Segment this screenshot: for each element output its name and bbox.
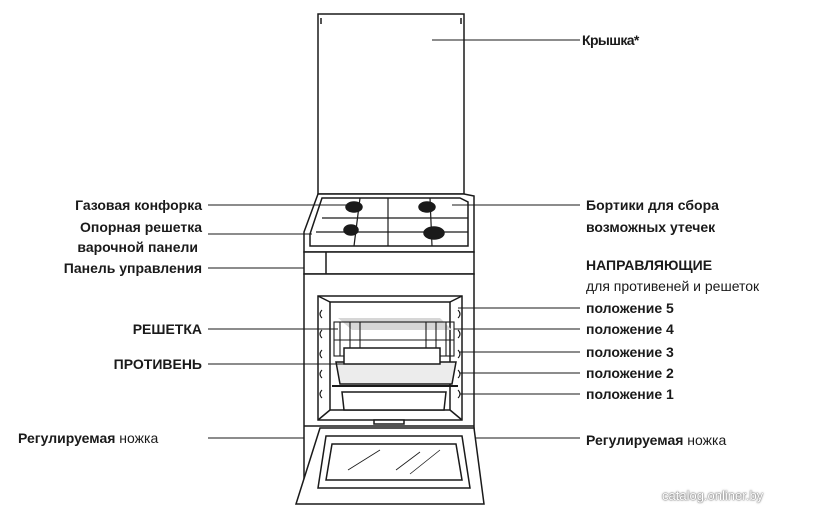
label-tray: ПРОТИВЕНЬ — [113, 356, 202, 372]
label-pos2: положение 2 — [586, 365, 674, 381]
control-panel — [303, 251, 475, 275]
burners — [343, 201, 445, 240]
label-foot-right-normal: ножка — [687, 432, 727, 448]
label-foot-right: Регулируемая ножка — [586, 431, 726, 449]
leader-lines — [208, 39, 580, 439]
hob-frame — [303, 193, 475, 253]
oven-guides — [319, 309, 461, 399]
label-pos1: положение 1 — [586, 386, 674, 402]
label-rack: РЕШЕТКА — [132, 321, 202, 337]
label-foot-left-bold: Регулируемая — [18, 430, 116, 446]
label-pos5: положение 5 — [586, 300, 674, 316]
label-foot-left: Регулируемая ножка — [18, 429, 158, 447]
label-spill-line1: Бортики для сбора — [586, 197, 719, 213]
label-guides-sub: для противеней и решеток — [586, 278, 760, 294]
label-control-panel: Панель управления — [63, 260, 202, 276]
label-guides-title: НАПРАВЛЯЮЩИЕ — [586, 257, 713, 273]
label-gas-burner: Газовая конфорка — [75, 197, 202, 213]
label-foot-left-normal: ножка — [119, 430, 159, 446]
label-foot-right-bold: Регулируемая — [586, 432, 684, 448]
label-grate-line1: Опорная решетка — [79, 219, 202, 235]
label-pos4: положение 4 — [586, 321, 674, 337]
label-pos3: положение 3 — [586, 344, 674, 360]
label-spill-line2: возможных утечек — [586, 219, 716, 235]
oven-tray — [332, 347, 458, 387]
label-grate-line2: варочной панели — [77, 239, 198, 255]
watermark: catalog.onliner.by — [662, 488, 764, 503]
oven-door — [294, 427, 485, 505]
label-lid: Крышка* — [582, 32, 639, 48]
lid — [317, 13, 465, 195]
